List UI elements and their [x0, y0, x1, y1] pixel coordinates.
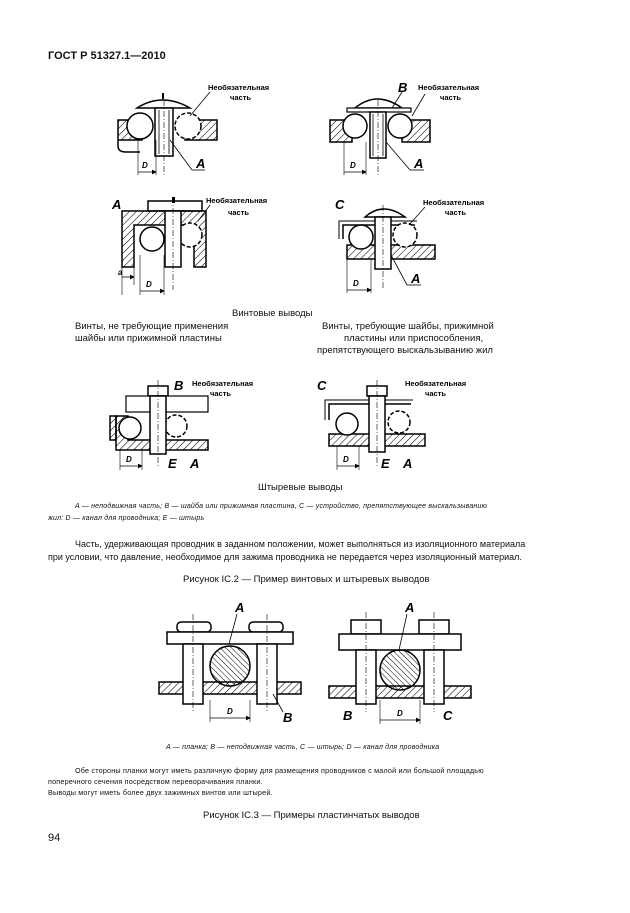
screw-left-caption-line-2: шайбы или прижимной пластины [75, 333, 222, 344]
label-a: A [111, 197, 121, 212]
figure-screw-with-washer: D A B Необязательная часть [320, 80, 500, 195]
optional-part-label-2: часть [228, 208, 249, 217]
label-a: A [413, 156, 423, 171]
paragraph-1-line-2: при условии, что давление, необходимое д… [48, 552, 522, 562]
label-b: B [283, 710, 292, 725]
figure-screw-no-washer: D A Необязательная часть [110, 80, 290, 195]
label-c: C [335, 197, 345, 212]
label-small-a: a [118, 268, 123, 277]
label-b: B [174, 378, 183, 393]
label-a: A [195, 156, 205, 171]
optional-part-label: Необязательная [418, 83, 479, 92]
label-d: D [397, 709, 403, 718]
label-a: A [402, 456, 412, 471]
screw-right-caption-line-1: Винты, требующие шайбы, прижимной [322, 321, 494, 332]
notes-line-2: поперечного сечения посредством перевора… [48, 777, 263, 786]
notes-line-3: Выводы могут иметь более двух зажимных в… [48, 788, 273, 797]
label-d: D [142, 161, 148, 170]
label-c: C [443, 708, 453, 723]
stud-section-title: Штыревые выводы [258, 482, 343, 493]
optional-part-label-2: часть [230, 93, 251, 102]
optional-part-label: Необязательная [405, 379, 466, 388]
optional-part-label: Необязательная [192, 379, 253, 388]
optional-part-label-2: часть [440, 93, 461, 102]
document-number: ГОСТ Р 51327.1—2010 [48, 50, 166, 62]
figure-stud-left: D E A B Необязательная часть [100, 370, 290, 480]
label-d: D [350, 161, 356, 170]
figure-ic3-caption: Рисунок IC.3 — Примеры пластинчатых выво… [203, 810, 420, 821]
label-d: D [227, 707, 233, 716]
screw-section-title: Винтовые выводы [232, 308, 313, 319]
figure-ic2-caption: Рисунок IC.2 — Пример винтовых и штыревы… [183, 574, 430, 585]
label-a: A [404, 600, 414, 615]
label-a: A [410, 271, 420, 286]
screw-right-caption-line-2: пластины или приспособления, [344, 333, 484, 344]
optional-part-label: Необязательная [206, 196, 267, 205]
label-d: D [343, 455, 349, 464]
label-b: B [398, 80, 407, 95]
paragraph-1-line-1: Часть, удерживающая проводник в заданном… [75, 539, 526, 549]
optional-part-label-2: часть [425, 389, 446, 398]
label-e: E [381, 456, 390, 471]
figure-screw-clamp-left: a D A Необязательная часть [110, 195, 300, 315]
legend-1-line-2: жил: D — канал для проводника; E — штырь [48, 515, 205, 522]
legend-2: A — планка; B — неподвижная часть, C — ш… [166, 744, 440, 751]
figure-stud-right: D E A C Необязательная часть [315, 370, 505, 480]
figure-plate-right: D A B C [325, 600, 475, 730]
label-b: B [343, 708, 352, 723]
label-d: D [146, 280, 152, 289]
screw-right-caption-line-3: препятствующего выскальзыванию жил [317, 345, 493, 356]
figure-screw-anti-slip: D A C Необязательная часть [325, 195, 505, 310]
page-number: 94 [48, 832, 61, 844]
optional-part-label: Необязательная [208, 83, 269, 92]
figure-plate-left: D A B [155, 600, 305, 730]
label-a: A [234, 600, 244, 615]
optional-part-label-2: часть [445, 208, 466, 217]
optional-part-label: Необязательная [423, 198, 484, 207]
label-e: E [168, 456, 177, 471]
screw-left-caption-line-1: Винты, не требующие применения [75, 321, 229, 332]
legend-1-line-1: A — неподвижная часть; B — шайба или при… [75, 503, 488, 510]
label-c: C [317, 378, 327, 393]
optional-part-label-2: часть [210, 389, 231, 398]
notes-line-1: Обе стороны планки могут иметь различную… [75, 766, 484, 775]
label-a: A [189, 456, 199, 471]
label-d: D [353, 279, 359, 288]
label-d: D [126, 455, 132, 464]
